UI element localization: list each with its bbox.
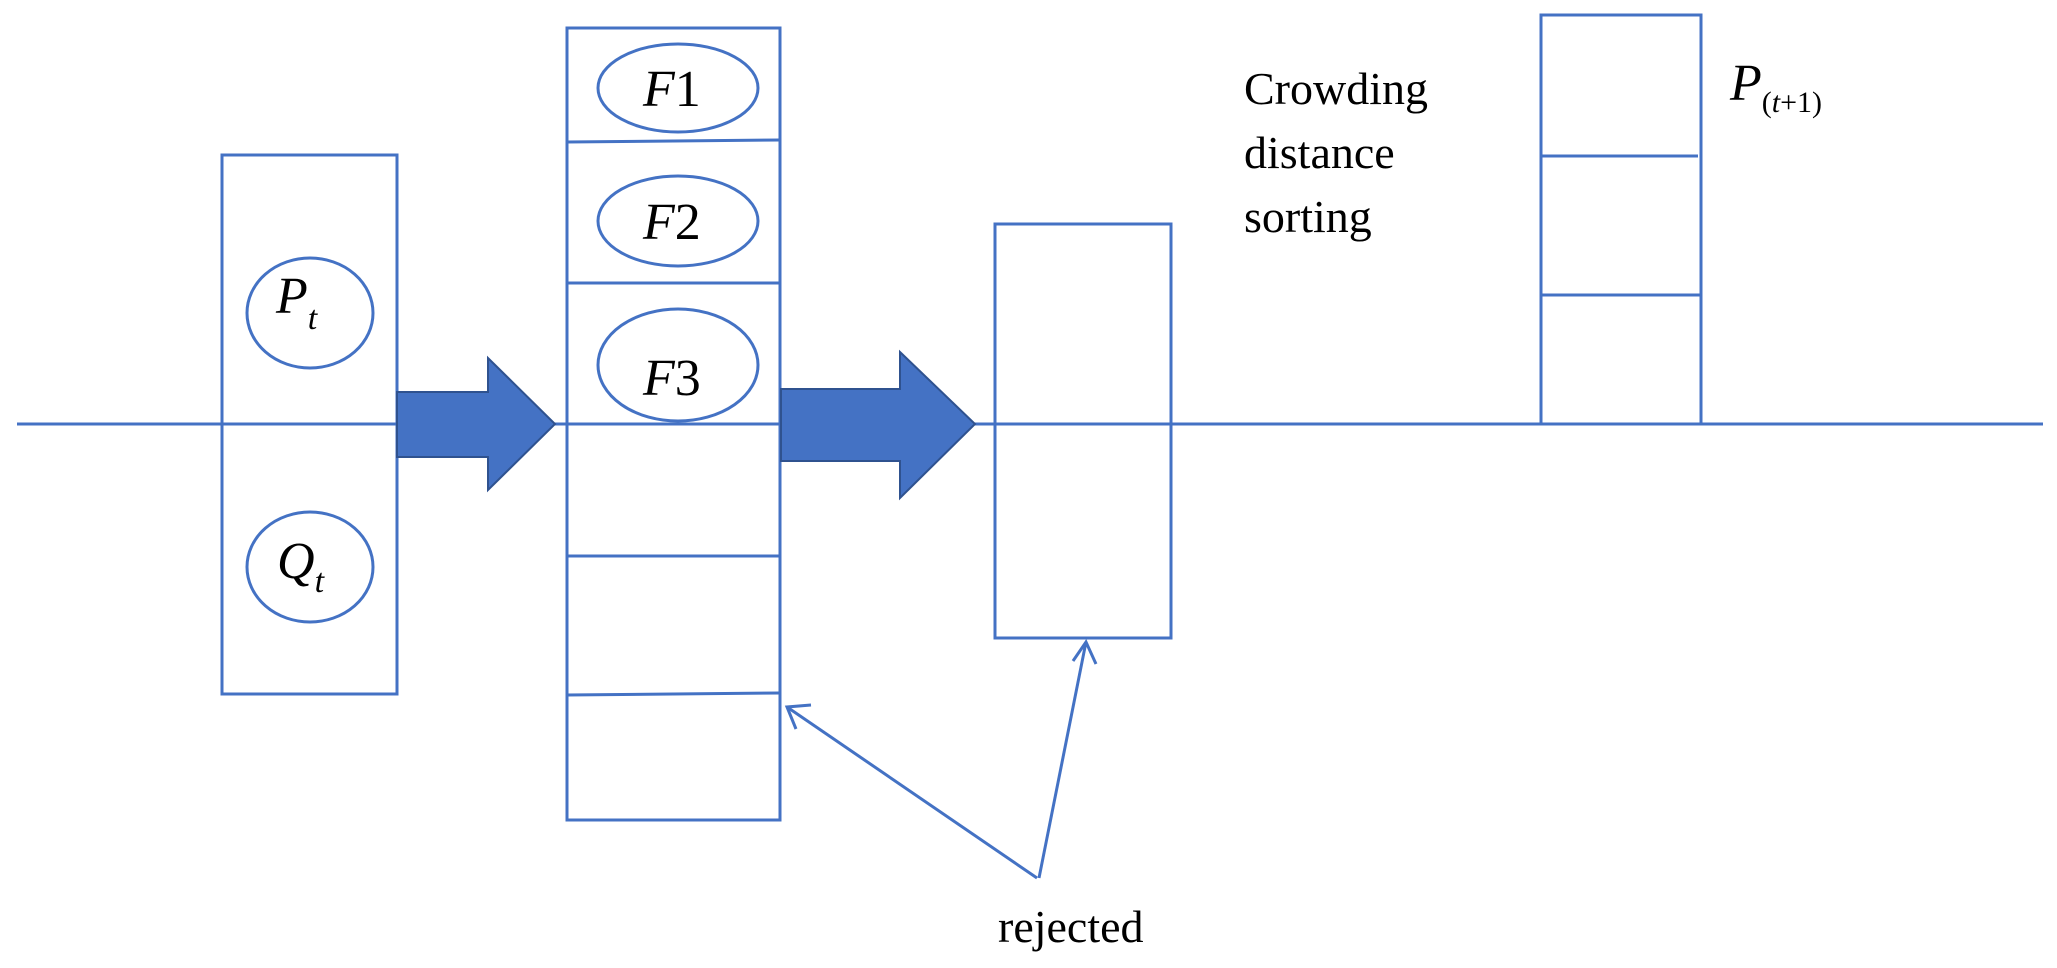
offspring-population-ellipse [245,510,375,624]
front-letter: F [642,194,676,251]
crowding-label-line-3: sorting [1244,191,1372,242]
crowding-label-line-1: Crowding [1244,63,1428,114]
front-ellipse-f2 [596,174,760,268]
next-population-subscript-rest: +1) [1780,86,1822,119]
front-index: 2 [675,194,701,251]
fronts-column: F1 F2 F3 [565,26,782,822]
crowding-box [993,222,1173,640]
front-label-f1: F1 [642,61,701,118]
front-divider [566,691,781,697]
crowding-label: Crowding distance sorting [1244,63,1440,242]
parent-symbol: P [275,268,308,325]
front-ellipse-f1 [596,42,760,134]
rejected-pointer-fronts [784,703,1038,880]
offspring-subscript: t [315,563,326,600]
combined-population-box: Pt Qt [220,153,399,696]
front-letter: F [642,350,676,407]
front-ellipse-f3 [596,307,760,423]
rejected-pointer-crowding [1037,638,1098,879]
crowding-arrow [780,349,977,501]
front-letter: F [642,61,676,118]
offspring-symbol: Q [277,533,315,590]
front-label-f3: F3 [642,350,701,407]
front-index: 3 [675,350,701,407]
rejected-label: rejected [998,901,1144,952]
parent-population-ellipse [245,256,375,370]
front-divider [566,138,781,144]
sort-arrow [396,355,557,493]
next-population-label: P(t+1) [1729,55,1822,119]
front-label-f2: F2 [642,194,701,251]
offspring-population-label: Qt [277,533,326,600]
next-population-subscript-var: t [1772,86,1781,119]
parent-population-label: Pt [275,268,319,337]
parent-subscript: t [308,300,319,337]
crowding-label-line-2: distance [1244,127,1395,178]
next-population-symbol: P [1729,55,1762,112]
next-population-box [1539,13,1703,426]
front-index: 1 [675,61,701,118]
next-population-subscript-open: ( [1762,86,1772,119]
